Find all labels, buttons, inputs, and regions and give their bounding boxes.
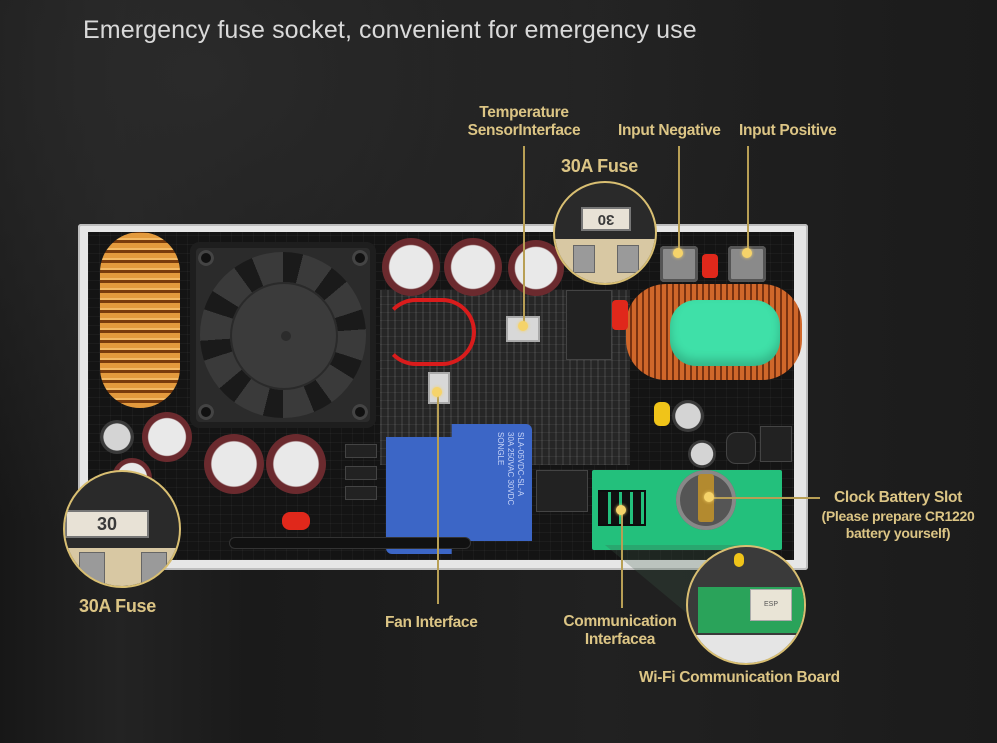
connector-housing <box>566 290 612 360</box>
capacitor-small <box>100 420 134 454</box>
wifi-board-magnifier: ESP <box>686 545 806 665</box>
fan-screw <box>198 250 214 266</box>
headline: Emergency fuse socket, convenient for em… <box>83 16 697 44</box>
fuse-icon: 30 <box>581 207 631 231</box>
label-fuse-top: 30A Fuse <box>561 156 638 176</box>
capacitor-small <box>672 400 704 432</box>
resistor <box>345 466 377 480</box>
relay-marking: SLA-05VDC-SL-A 30A 250VAC 30VDC SONGLE <box>496 432 525 506</box>
fan-screw <box>198 404 214 420</box>
fuse-magnifier-bottom: 30 <box>63 470 181 588</box>
label-clock-battery: Clock Battery Slot (Please prepare CR122… <box>821 489 975 541</box>
relay <box>386 424 532 554</box>
marker-dot-communication <box>616 505 626 515</box>
label-input-negative: Input Negative <box>618 122 721 139</box>
red-led <box>702 254 718 278</box>
regulator-chip <box>760 426 792 462</box>
resistor <box>345 486 377 500</box>
enclosure-edge <box>688 635 804 663</box>
capacitor <box>266 434 326 494</box>
leader-line-input-negative <box>678 146 680 254</box>
ic-chip <box>536 470 588 512</box>
fuse-holder-contact <box>617 245 639 273</box>
label-communication-interface: Communication Interfacea <box>563 613 677 648</box>
marker-dot-temperature <box>518 321 528 331</box>
label-fuse-bottom: 30A Fuse <box>79 596 156 616</box>
fan-wire <box>382 298 476 366</box>
marker-dot-battery <box>704 492 714 502</box>
leader-line-temperature <box>523 146 525 322</box>
label-fan-interface: Fan Interface <box>385 614 478 631</box>
fuse-holder-contact <box>79 552 105 584</box>
capacitor-small <box>688 440 716 468</box>
fan-screw <box>352 250 368 266</box>
fuse-holder-contact <box>141 552 167 584</box>
capacitor <box>142 412 192 462</box>
fuse-icon: 30 <box>65 510 149 538</box>
marker-dot-fan <box>432 387 442 397</box>
resistor <box>345 444 377 458</box>
label-input-positive: Input Positive <box>739 122 837 139</box>
wifi-module: ESP <box>750 589 792 621</box>
fan-hub-center <box>281 331 291 341</box>
leader-line-fan <box>437 392 439 604</box>
capacitor <box>444 238 502 296</box>
fuse-holder <box>555 239 655 283</box>
yellow-capacitor <box>734 553 744 567</box>
marker-dot-input-positive <box>742 248 752 258</box>
capacitor <box>204 434 264 494</box>
red-component <box>282 512 310 530</box>
label-wifi-board: Wi-Fi Communication Board <box>639 669 840 686</box>
leader-line-communication <box>621 510 623 608</box>
vertical-inductor-coil <box>100 232 180 408</box>
toroid-core <box>670 300 780 366</box>
fuse-holder-contact <box>573 245 595 273</box>
fan-screw <box>352 404 368 420</box>
capacitor <box>382 238 440 296</box>
red-component <box>612 300 628 330</box>
fuse-magnifier-top: 30 <box>553 181 657 285</box>
yellow-capacitor <box>654 402 670 426</box>
leader-line-battery <box>710 497 820 499</box>
leader-line-input-positive <box>747 146 749 254</box>
cable <box>230 538 470 548</box>
label-temperature-sensor: Temperature SensorInterface <box>467 104 581 139</box>
marker-dot-input-negative <box>673 248 683 258</box>
inductor-smd <box>726 432 756 464</box>
